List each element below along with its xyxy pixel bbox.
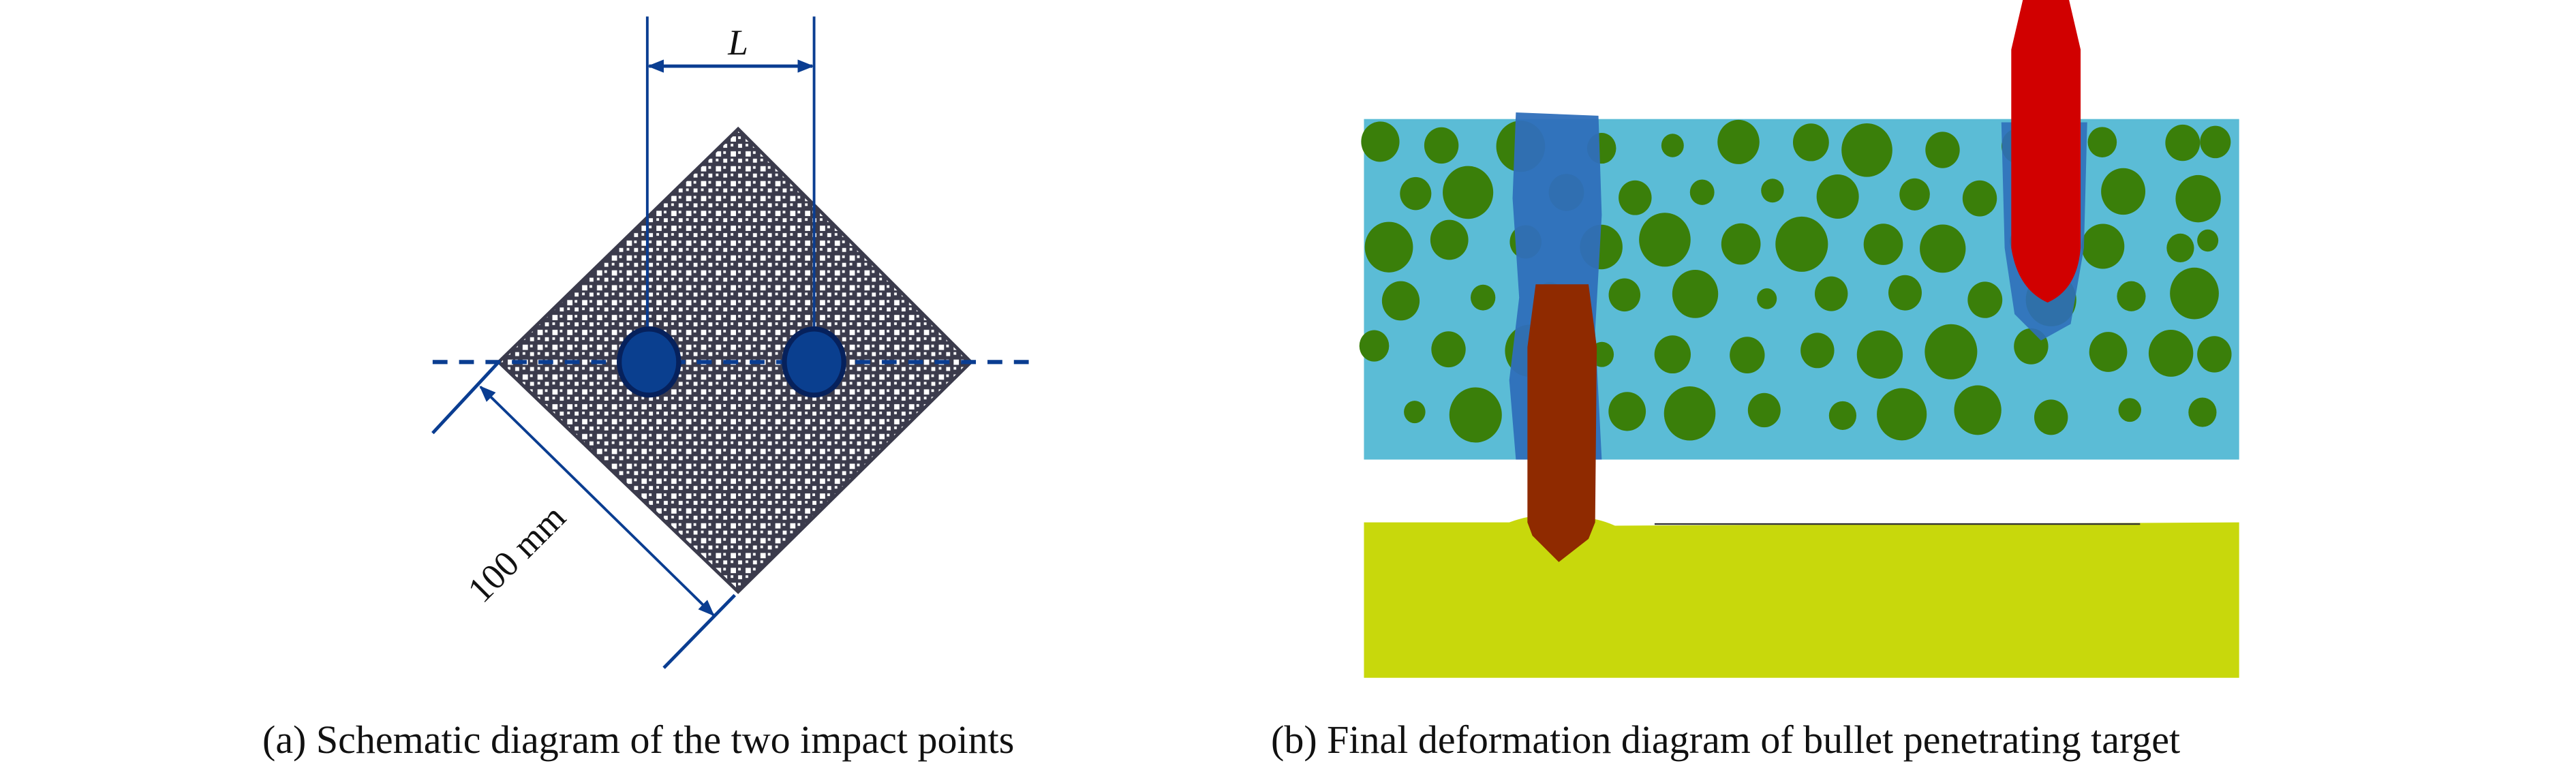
ceramic-particle <box>1967 281 2003 318</box>
ceramic-particle <box>1619 180 1652 215</box>
composite-layer <box>1364 119 2239 460</box>
ceramic-particle <box>1730 337 1765 374</box>
ceramic-particle <box>1689 179 1715 205</box>
ceramic-particle <box>1361 121 1400 162</box>
ceramic-particle <box>2165 124 2201 161</box>
ceramic-particle <box>1761 179 1784 203</box>
panel-b-simulation <box>1359 0 2239 678</box>
ceramic-particle <box>1654 335 1691 374</box>
ceramic-particle <box>1877 388 1927 441</box>
panel-a-schematic: L 100 mm <box>431 16 1034 669</box>
ceramic-particle <box>1717 119 1760 164</box>
ceramic-particle <box>2118 398 2142 422</box>
ceramic-particle <box>1608 278 1641 312</box>
ceramic-particle <box>1381 281 1420 321</box>
ceramic-particle <box>1721 223 1761 265</box>
ceramic-particle <box>1899 178 1930 211</box>
ceramic-particle <box>1747 392 1781 428</box>
ceramic-particle <box>1364 221 1413 273</box>
ceramic-particle <box>2166 233 2194 263</box>
ceramic-particle <box>1841 123 1892 177</box>
ceramic-particle <box>2148 330 2194 377</box>
ceramic-particle <box>1925 324 1978 380</box>
ceramic-particle <box>2170 267 2219 320</box>
bullet-second <box>2011 0 2081 303</box>
ceramic-particle <box>2101 168 2146 215</box>
ceramic-particle <box>1792 123 1829 161</box>
impact-point-1 <box>617 326 681 398</box>
ceramic-particle <box>2087 127 2117 157</box>
ceramic-particle <box>1954 385 2002 435</box>
ceramic-particle <box>1470 284 1496 311</box>
ceramic-particle <box>1639 213 1691 267</box>
ceramic-particle <box>1814 276 1848 311</box>
ceramic-particle <box>2089 332 2128 372</box>
ceramic-particle <box>1443 166 1494 219</box>
ceramic-particle <box>1359 330 1390 362</box>
ceramic-particle <box>1400 176 1432 211</box>
ceramic-particle <box>2175 174 2221 223</box>
ceramic-particle <box>1888 275 1922 311</box>
ceramic-particle <box>1404 401 1426 424</box>
extension-line-corner-left <box>431 360 500 435</box>
ceramic-particle <box>1757 288 1777 309</box>
ceramic-particle <box>2197 229 2219 252</box>
ceramic-particle <box>1962 180 1997 217</box>
ceramic-particle <box>1424 127 1459 164</box>
ceramic-particle <box>1672 269 1719 318</box>
ceramic-particle <box>2197 336 2232 373</box>
extension-line-corner-bottom <box>662 593 737 669</box>
ceramic-particle <box>2034 399 2068 435</box>
ceramic-particle <box>1856 330 1903 379</box>
ceramic-particle <box>1863 223 1903 265</box>
ceramic-particle <box>2117 281 2146 311</box>
ceramic-particle <box>2200 125 2231 159</box>
ceramic-particle <box>1925 132 1960 168</box>
ceramic-particle <box>1608 392 1646 431</box>
ceramic-particle <box>2081 223 2125 269</box>
ceramic-particle <box>1661 134 1684 157</box>
side-length-label: 100 mm <box>459 497 573 611</box>
ceramic-particle <box>1816 174 1859 219</box>
caption-panel-a: (a) Schematic diagram of the two impact … <box>262 717 1015 762</box>
ceramic-particle <box>2188 397 2217 427</box>
bullet-first <box>1527 284 1597 562</box>
spacing-label: L <box>727 22 748 63</box>
side-length-dimension-arrow <box>479 386 715 617</box>
ceramic-particle <box>1828 401 1857 431</box>
ceramic-particle <box>1430 219 1469 260</box>
ceramic-particle <box>1775 216 1828 272</box>
ceramic-particle <box>1449 387 1502 443</box>
ceramic-particle <box>1663 386 1716 441</box>
impact-point-2 <box>782 326 846 398</box>
caption-panel-b: (b) Final deformation diagram of bullet … <box>1271 717 2181 762</box>
ceramic-particle <box>1431 331 1466 368</box>
backing-plate <box>1364 514 2239 678</box>
ceramic-particle <box>1920 224 1966 273</box>
ceramic-particle <box>1800 333 1835 369</box>
